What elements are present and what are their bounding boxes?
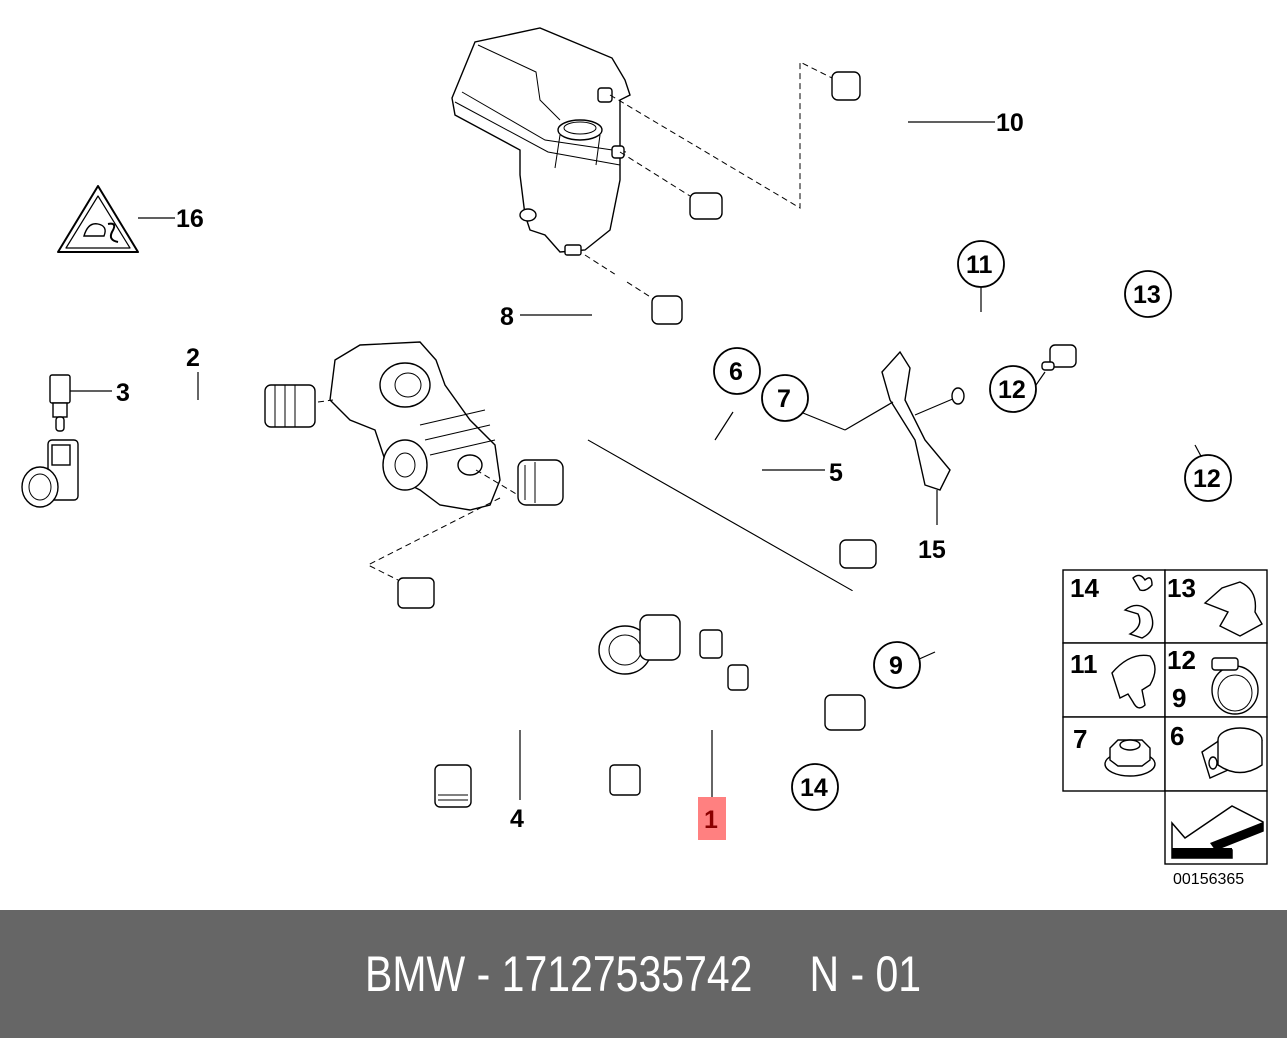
callout-3: 3 bbox=[116, 379, 130, 407]
hose-5 bbox=[645, 295, 877, 569]
callout-14: 14 bbox=[800, 774, 828, 802]
hex-collar-nut-icon bbox=[1104, 739, 1156, 777]
callout-2: 2 bbox=[186, 344, 200, 372]
legend-label-7: 7 bbox=[1073, 724, 1087, 754]
callout-7: 7 bbox=[777, 385, 791, 413]
callout-12: 12 bbox=[998, 376, 1026, 404]
diagram-number: 00156365 bbox=[1173, 871, 1244, 888]
callout-4: 4 bbox=[510, 805, 524, 833]
legend-label-12: 12 bbox=[1167, 645, 1196, 675]
callout-13-circle: 13 bbox=[1124, 270, 1172, 318]
callout-1-highlighted[interactable]: 1 bbox=[698, 797, 726, 840]
callout-5: 5 bbox=[829, 459, 843, 487]
callout-16: 16 bbox=[176, 205, 204, 233]
expansion-tank bbox=[451, 27, 631, 256]
holder-clip-icon bbox=[1203, 581, 1263, 637]
spring-clip-icon bbox=[1123, 574, 1154, 639]
connection-line bbox=[619, 151, 691, 197]
fasteners-legend-grid: 14 13 11 12 9 7 6 bbox=[1062, 569, 1268, 888]
hose-8 bbox=[535, 192, 861, 596]
callout-11-circle: 11 bbox=[957, 240, 1005, 288]
callout-7-circle: 7 bbox=[761, 374, 809, 422]
legend-label-13: 13 bbox=[1167, 573, 1196, 603]
callout-6-circle: 6 bbox=[713, 347, 761, 395]
front-direction-arrow-icon bbox=[1171, 805, 1264, 859]
connection-line bbox=[475, 469, 519, 496]
callout-12a-circle: 12 bbox=[989, 365, 1037, 413]
connection-line bbox=[317, 399, 334, 403]
legend-label-14: 14 bbox=[1070, 573, 1099, 603]
callout-9-circle: 9 bbox=[873, 641, 921, 689]
hose-clamp-bracket-icon bbox=[1111, 654, 1156, 709]
warning-label-part bbox=[57, 185, 139, 253]
hose-11 bbox=[967, 309, 1198, 445]
callout-14-circle: 14 bbox=[791, 763, 839, 811]
callout-15: 15 bbox=[918, 536, 946, 564]
hose-4 bbox=[397, 577, 556, 808]
callout-13: 13 bbox=[1133, 281, 1161, 309]
callout-8: 8 bbox=[500, 303, 514, 331]
hose-1 bbox=[517, 459, 866, 796]
water-pump bbox=[329, 341, 501, 511]
parts-diagram: 16 2 3 8 10 5 15 4 1 6 7 9 11 12 12 13 1… bbox=[21, 27, 1268, 888]
legend-label-6: 6 bbox=[1170, 721, 1184, 751]
temperature-sensor bbox=[49, 374, 71, 432]
legend-label-11: 11 bbox=[1070, 649, 1098, 679]
callout-1: 1 bbox=[704, 806, 718, 834]
callout-9: 9 bbox=[889, 652, 903, 680]
hose-clamp-icon bbox=[1211, 657, 1259, 715]
tab-clamp-icon bbox=[1201, 727, 1263, 779]
hose-10 bbox=[831, 71, 981, 336]
bracket-15 bbox=[881, 350, 965, 491]
footer-bar: BMW - 17127535742 N - 01 bbox=[0, 910, 1287, 1038]
connection-line bbox=[609, 61, 837, 209]
callout-11: 11 bbox=[966, 251, 993, 279]
callout-12: 12 bbox=[1193, 465, 1221, 493]
callout-12b-circle: 12 bbox=[1184, 454, 1232, 502]
footer-part-reference: BMW - 17127535742 N - 01 bbox=[365, 946, 922, 1002]
hose-2 bbox=[21, 384, 316, 508]
connection-line bbox=[366, 497, 501, 581]
legend-label-9: 9 bbox=[1172, 683, 1186, 713]
hose-9 bbox=[850, 590, 961, 655]
callout-6: 6 bbox=[729, 358, 743, 386]
callout-10: 10 bbox=[996, 109, 1024, 137]
